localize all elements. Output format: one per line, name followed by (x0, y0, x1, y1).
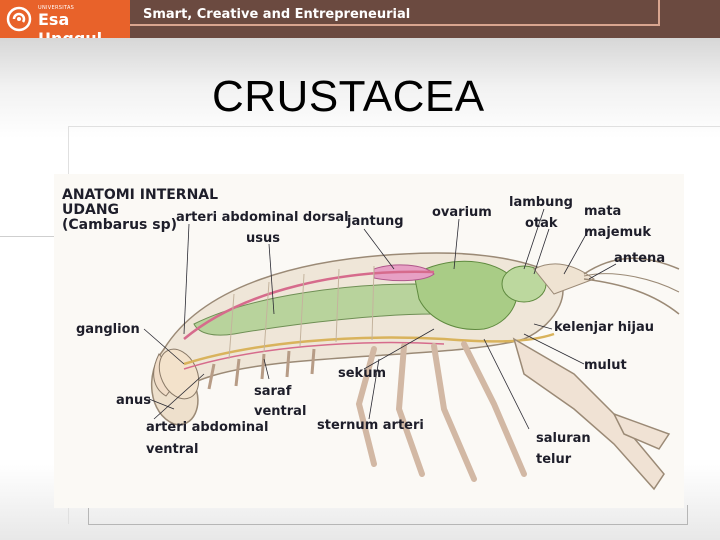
heading-line-2: UDANG (62, 202, 120, 218)
label-kelenjar-hijau: kelenjar hijau (554, 320, 655, 335)
label-usus: usus (246, 231, 280, 246)
header-frame (130, 0, 660, 26)
diagram-heading: ANATOMI INTERNAL UDANG (Cambarus sp) (62, 188, 218, 233)
label-antena: antena (614, 251, 666, 266)
label-saraf: saraf (254, 384, 292, 399)
slide-title: CRUSTACEA (212, 72, 485, 121)
heading-line-3: (Cambarus sp) (62, 217, 178, 233)
tagline: Smart, Creative and Entrepreneurial (143, 7, 411, 22)
label-otak: otak (525, 216, 558, 231)
logo-emblem-icon (6, 6, 32, 32)
label-anus: anus (116, 393, 152, 408)
logo[interactable]: UNIVERSITAS Esa Unggul (0, 0, 130, 48)
label-ovarium: ovarium (432, 205, 492, 220)
label-ventral-2: ventral (146, 442, 199, 457)
label-ventral: ventral (254, 404, 307, 419)
crayfish-illustration (143, 208, 680, 491)
label-majemuk: majemuk (584, 225, 652, 240)
label-sekum: sekum (338, 366, 387, 381)
label-telur: telur (536, 452, 572, 467)
label-mata: mata (584, 204, 622, 219)
label-ganglion: ganglion (76, 322, 140, 337)
logo-caption: UNIVERSITAS (38, 5, 75, 11)
label-sternum-arteri: sternum arteri (317, 418, 424, 433)
label-saluran: saluran (536, 431, 591, 446)
label-jantung: jantung (347, 214, 404, 229)
label-arteri-abdominal: arteri abdominal (146, 420, 269, 435)
bottom-frame (88, 505, 688, 525)
header-bar: UNIVERSITAS Esa Unggul Smart, Creative a… (0, 0, 720, 48)
label-arteri-abdominal-dorsal: arteri abdominal dorsal (176, 210, 349, 225)
label-lambung: lambung (509, 195, 573, 210)
heading-line-1: ANATOMI INTERNAL (62, 187, 219, 203)
divider (0, 236, 60, 237)
label-mulut: mulut (584, 358, 627, 373)
crayfish-anatomy-diagram: ANATOMI INTERNAL UDANG (Cambarus sp) art… (54, 174, 684, 508)
